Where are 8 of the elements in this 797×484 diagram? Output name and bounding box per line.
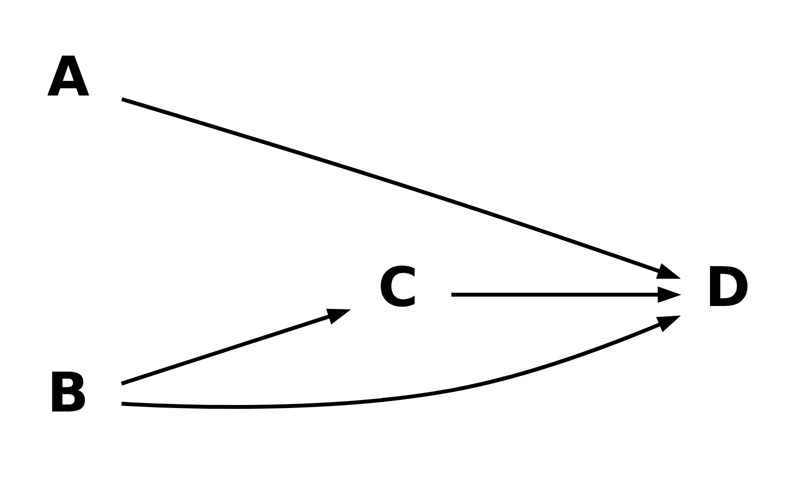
node-text: B [47, 360, 89, 425]
node-text: C [378, 255, 418, 320]
arrow [451, 286, 682, 303]
node-text: A [47, 44, 90, 108]
arrow [121, 315, 681, 409]
node-text: D [704, 255, 750, 320]
arrow [121, 97, 681, 279]
arrow [120, 308, 352, 386]
